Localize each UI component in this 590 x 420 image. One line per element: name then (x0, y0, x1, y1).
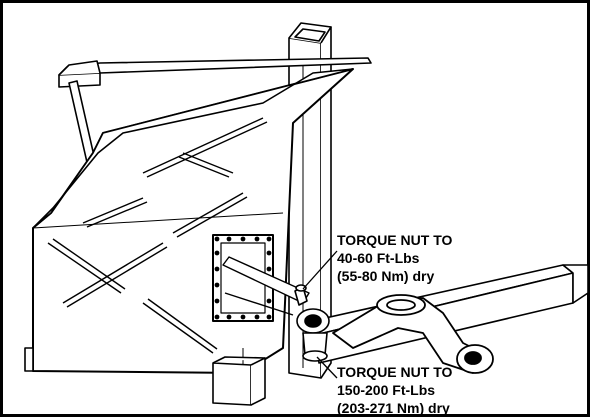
callout-line: TORQUE NUT TO (337, 232, 453, 248)
flange-bolts (214, 236, 272, 320)
panel-grooves (47, 117, 268, 354)
steering-arm (332, 294, 494, 374)
callout-line: TORQUE NUT TO (337, 364, 453, 380)
edge-bracket (24, 347, 34, 372)
inner-arm (222, 256, 310, 316)
bottom-mount (212, 356, 266, 406)
assembly-drawing (24, 22, 589, 406)
top-rail (58, 57, 372, 88)
callout-line: (55-80 Nm) dry (337, 268, 435, 284)
ball-joint (294, 284, 330, 362)
callout-line: 150-200 Ft-Lbs (337, 382, 436, 398)
callout-line: (203-271 Nm) dry (337, 400, 450, 416)
torque-callout-upper: TORQUE NUT TO 40-60 Ft-Lbs (55-80 Nm) dr… (337, 231, 452, 285)
callout-line: 40-60 Ft-Lbs (337, 250, 420, 266)
torque-callout-lower: TORQUE NUT TO 150-200 Ft-Lbs (203-271 Nm… (337, 363, 452, 417)
leader-lines (302, 250, 338, 379)
